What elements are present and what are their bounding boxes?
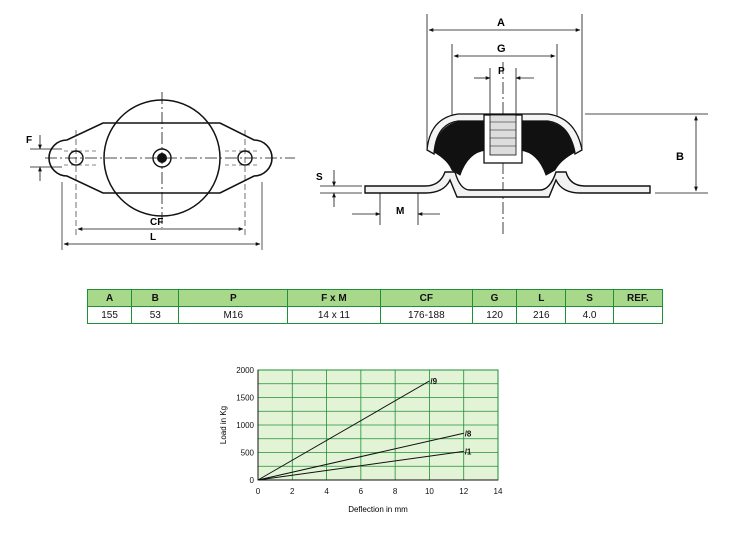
- header-cell: P: [178, 289, 289, 307]
- series-label: /1: [465, 447, 472, 456]
- x-tick-label: 2: [290, 487, 295, 496]
- x-tick-label: 4: [324, 487, 329, 496]
- outer-shell: [426, 113, 583, 156]
- y-tick-label: 500: [241, 449, 255, 458]
- header-cell: L: [516, 289, 567, 307]
- table-cell: 4.0: [565, 306, 614, 324]
- x-tick-label: 12: [459, 487, 468, 496]
- chart-ticks: 0 2 4 6 8 10 12 14 0 500 1000 1500 2000: [236, 366, 503, 496]
- table-cell: 53: [131, 306, 180, 324]
- header-cell: A: [86, 289, 133, 307]
- series-label: /9: [430, 377, 437, 386]
- x-tick-label: 0: [256, 487, 261, 496]
- label-b: B: [676, 151, 684, 163]
- table-cell: 120: [471, 306, 518, 324]
- table-cell: M16: [178, 306, 289, 324]
- label-p: P: [498, 66, 505, 77]
- label-l: L: [150, 232, 156, 243]
- label-s: S: [316, 172, 323, 183]
- header-cell: B: [131, 289, 180, 307]
- header-cell: CF: [379, 289, 474, 307]
- label-m: M: [396, 206, 404, 217]
- rubber-element-left: [433, 121, 487, 176]
- section-view: [320, 14, 708, 235]
- technical-drawing: F CF L: [26, 14, 708, 250]
- table-cell: 14 x 11: [287, 306, 381, 324]
- x-tick-label: 14: [494, 487, 503, 496]
- x-tick-label: 10: [425, 487, 434, 496]
- header-cell: F x M: [287, 289, 381, 307]
- rubber-dome-outline: [103, 99, 221, 217]
- table-header-row: A B P F x M CF G L S REF.: [86, 289, 664, 307]
- header-cell: REF.: [612, 289, 664, 307]
- table-cell: 216: [516, 306, 567, 324]
- label-a: A: [497, 17, 505, 29]
- dimension-table: A B P F x M CF G L S REF. 155 53 M16 14 …: [86, 289, 664, 324]
- chart-series: /9/8/1: [257, 377, 472, 481]
- header-cell: S: [565, 289, 614, 307]
- top-view: [30, 92, 295, 250]
- table-row: 155 53 M16 14 x 11 176-188 120 216 4.0: [86, 306, 664, 324]
- mounting-hole-left: [68, 150, 84, 166]
- base-plate-section: [364, 171, 651, 198]
- y-tick-label: 1000: [236, 421, 254, 430]
- x-tick-label: 6: [359, 487, 364, 496]
- rubber-element-right: [519, 121, 576, 176]
- y-tick-label: 1500: [236, 394, 254, 403]
- central-nut: [152, 148, 172, 168]
- series-line: [257, 380, 430, 481]
- series-line: [257, 450, 464, 481]
- y-axis-label: Load in Kg: [219, 406, 228, 444]
- header-cell: G: [471, 289, 518, 307]
- label-f: F: [26, 135, 32, 146]
- y-tick-label: 2000: [236, 366, 254, 375]
- y-tick-label: 0: [250, 476, 255, 485]
- table-cell: [612, 306, 664, 324]
- mounting-hole-right: [237, 150, 253, 166]
- label-g: G: [497, 43, 506, 55]
- label-cf: CF: [150, 217, 163, 228]
- x-axis-label: Deflection in mm: [348, 505, 408, 514]
- base-plate-outline: [48, 122, 273, 194]
- table-cell: 176-188: [379, 306, 474, 324]
- load-deflection-chart: 0 2 4 6 8 10 12 14 0 500 1000 1500 2000 /9/8/1 Defle…: [219, 366, 503, 514]
- table-cell: 155: [86, 306, 133, 324]
- series-line: [257, 432, 464, 481]
- series-label: /8: [465, 429, 472, 438]
- x-tick-label: 8: [393, 487, 398, 496]
